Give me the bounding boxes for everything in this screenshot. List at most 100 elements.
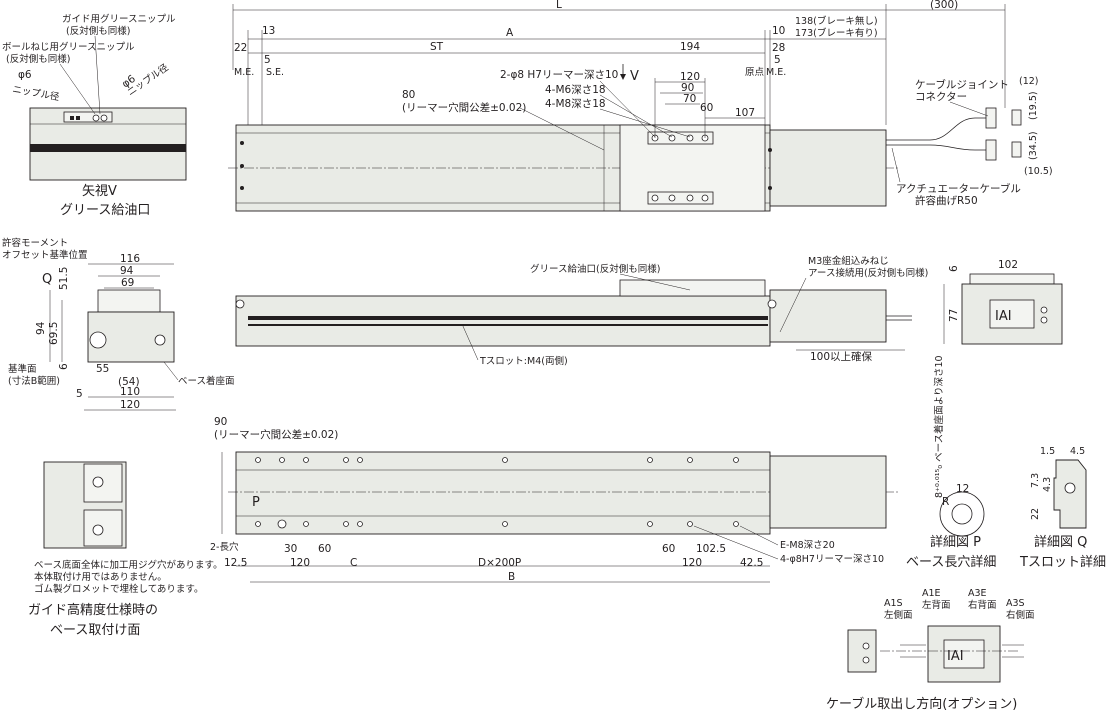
detail-q-22: 22	[1030, 508, 1041, 520]
marker-p: P	[252, 495, 260, 510]
end-view: 許容モーメント オフセット基準位置 Q 116 94 69 51.5 94 69…	[2, 237, 235, 411]
allow-moment-label-2: オフセット基準位置	[2, 249, 88, 261]
note-2: 本体取付け用ではありません。	[34, 571, 167, 583]
ball-grease-label-2: (反対側も同様)	[6, 53, 70, 65]
m6-label: 4-M6深さ18	[545, 84, 606, 96]
a1e-desc: 左背面	[922, 599, 951, 611]
cable-joint-label-2: コネクター	[915, 91, 967, 103]
dim-60-left: 60	[318, 543, 331, 555]
phi6-left: φ6	[18, 69, 32, 81]
actuator-cable-label: アクチュエーターケーブル	[896, 182, 1021, 195]
dim-90: 90	[681, 82, 694, 94]
view-v-title: 矢視V	[82, 184, 117, 199]
dim-120-end: 120	[120, 399, 140, 411]
dim-107: 107	[735, 107, 755, 119]
grease-port-label: グリース給油口(反対側も同様)	[530, 263, 660, 275]
detail-q-4-5: 4.5	[1070, 446, 1085, 457]
bottom-view: 90 (リーマー穴間公差±0.02) P 2-長穴 E-M8深さ20 4-φ8H…	[210, 416, 900, 583]
dim-102: 102	[998, 259, 1018, 271]
dim-5-left: 5	[264, 54, 271, 66]
dim-b: B	[508, 571, 515, 583]
side-slider	[619, 279, 766, 297]
dim-6: 6	[58, 363, 70, 370]
view-v-subtitle: グリース給油口	[60, 203, 150, 218]
allow-moment-label: 許容モーメント	[2, 237, 68, 249]
detail-p-subtitle: ベース長穴詳細	[906, 554, 996, 570]
ref-face-label: 基準面	[8, 363, 37, 375]
dim-102-5: 102.5	[696, 543, 726, 555]
detail-q-subtitle: Tスロット詳細	[1019, 554, 1106, 570]
me-right: M.E.	[766, 67, 786, 78]
bottom-motor	[769, 455, 887, 529]
dim-120-left: 120	[290, 557, 310, 569]
note-3: ゴム製グロメットで埋栓してあります。	[34, 583, 203, 595]
dim-30: 30	[284, 543, 297, 555]
bottom-body	[235, 451, 771, 535]
reamer-80: 80	[402, 89, 415, 101]
me-left: M.E.	[234, 67, 254, 78]
dim-22: 22	[234, 42, 247, 54]
ref-face-label-2: (寸法B範囲)	[8, 375, 60, 387]
dim-a: A	[506, 27, 514, 39]
top-motor	[769, 129, 887, 207]
reamer-8-label: 2-φ8 H7リーマー深さ10	[500, 69, 618, 81]
slot-2-label: 2-長穴	[210, 541, 239, 553]
right-end-view: IAI 102 6 77	[943, 259, 1063, 345]
brake-with-label: 173(ブレーキ有り)	[795, 27, 878, 39]
dim-70: 70	[683, 93, 696, 105]
dim-d200p: D×200P	[478, 557, 521, 569]
detail-p-title: 詳細図 P	[930, 534, 981, 550]
base-seat-label: ベース着座面	[178, 375, 235, 387]
note-1: ベース底面全体に加工用ジグ穴があります。	[34, 559, 223, 571]
dim-42-5: 42.5	[740, 557, 763, 569]
dim-77: 77	[948, 309, 960, 322]
marker-q: Q	[42, 272, 52, 287]
dim-94: 94	[120, 265, 134, 277]
dim-5: 5	[76, 388, 83, 400]
dim-55: 55	[96, 363, 109, 375]
a3s-desc: 右側面	[1006, 609, 1035, 621]
dim-st: ST	[430, 41, 444, 53]
detail-q-7-3: 7.3	[1030, 473, 1041, 488]
brake-none-label: 138(ブレーキ無し)	[795, 15, 878, 27]
dim-cable-300: (300)	[930, 0, 958, 11]
dim-12-5: 12.5	[224, 557, 247, 569]
detail-q: 1.5 4.5 7.3 4.3 22 詳細図 Q Tスロット詳細	[1019, 446, 1106, 570]
dim-l: L	[556, 0, 562, 11]
se-label: S.E.	[266, 67, 284, 78]
dim-10-5: (10.5)	[1024, 166, 1053, 177]
dim-110: 110	[120, 386, 140, 398]
cable-connector-a	[985, 107, 997, 129]
reamer-90: 90	[214, 416, 227, 428]
dim-54: (54)	[118, 376, 140, 388]
dim-60: 60	[700, 102, 713, 114]
dim-c: C	[350, 557, 357, 569]
m3-label-2: アース接続用(反対側も同様)	[808, 267, 928, 279]
m8-label: 4-M8深さ18	[545, 98, 606, 110]
a3e-code: A3E	[968, 588, 987, 599]
dim-5-right: 5	[774, 54, 781, 66]
a1e-code: A1E	[922, 588, 941, 599]
dim-13: 13	[262, 25, 275, 37]
a3s-code: A3S	[1006, 598, 1025, 609]
brand-option: IAI	[947, 649, 964, 664]
dim-120: 120	[680, 71, 700, 83]
ball-grease-label: ボールねじ用グリースニップル	[2, 41, 135, 53]
a3e-desc: 右背面	[968, 599, 997, 611]
detail-p-12: 12	[956, 483, 969, 495]
dim-69-5: 69.5	[48, 322, 60, 345]
dim-194: 194	[680, 41, 700, 53]
reamer-80-tol: (リーマー穴間公差±0.02)	[402, 101, 526, 114]
dim-94-v: 94	[35, 321, 47, 335]
side-body	[235, 295, 771, 347]
origin-label: 原点	[745, 67, 765, 78]
detail-p: 8⁺⁰·⁰¹⁵₀ ベース着座面より深さ10 12 R 詳細図 P ベース長穴詳細	[906, 355, 996, 570]
brand-right: IAI	[995, 309, 1012, 324]
nipple-left: ニップル径	[11, 83, 60, 103]
dim-120-right: 120	[682, 557, 702, 569]
detail-q-4-3: 4.3	[1042, 477, 1053, 492]
dim-19-5: (19.5)	[1028, 91, 1039, 120]
dim-116: 116	[120, 253, 140, 265]
m3-label: M3座金組込みねじ	[808, 255, 889, 267]
